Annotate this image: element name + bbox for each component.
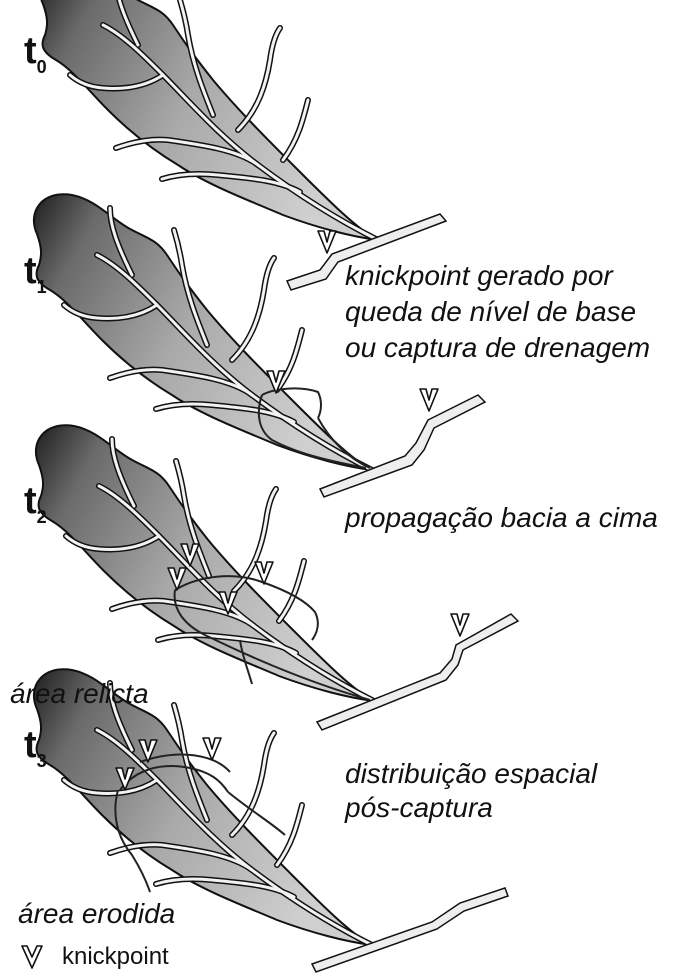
caption-t3-line2: pós-captura (345, 790, 493, 826)
caption-t3-line1: distribuição espacial (345, 756, 597, 792)
area-label-relict: área relicta (10, 676, 149, 712)
caption-t1-line2: queda de nível de base (345, 294, 636, 330)
basin-t2 (36, 425, 374, 701)
caption-t2: propagação bacia a cima (345, 500, 658, 536)
outlet-channel-t1 (320, 395, 485, 497)
stage-label-t0: t0 (24, 32, 46, 76)
knickpoint-marker-t0 (318, 231, 336, 253)
legend-label: knickpoint (62, 943, 169, 971)
knickpoint-chevron-icon (20, 944, 44, 970)
outlet-channel-t2 (317, 614, 518, 730)
stage-label-t3: t3 (24, 726, 46, 770)
stage-label-t1: t1 (24, 252, 46, 296)
area-label-eroded: área erodida (18, 896, 175, 932)
knickpoint-marker-t1b (420, 389, 438, 411)
caption-t1-line1: knickpoint gerado por (345, 258, 613, 294)
legend: knickpoint (20, 940, 169, 974)
knickpoint-marker-t2e (451, 614, 469, 636)
caption-t1-line3: ou captura de drenagem (345, 330, 650, 366)
stage-label-t2: t2 (24, 482, 46, 526)
